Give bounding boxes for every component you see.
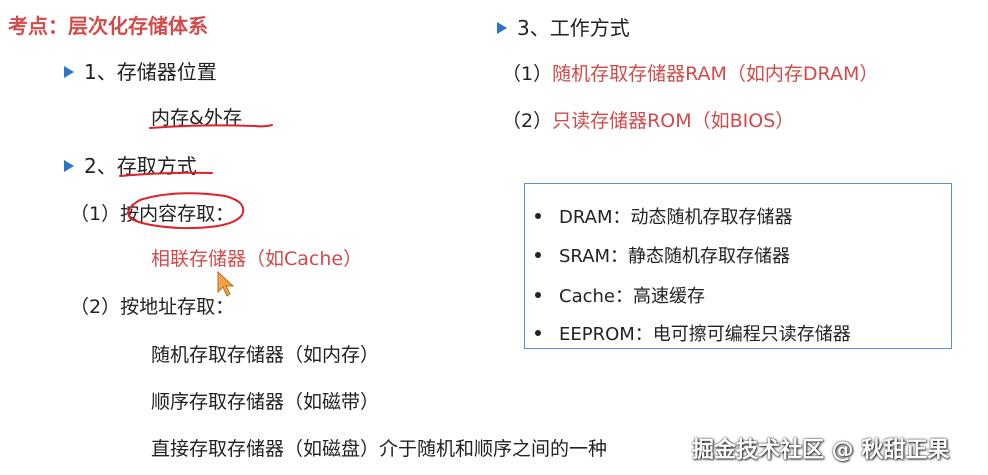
glossary-item: Cache：高速缓存	[535, 282, 705, 308]
working-mode-item-1-text: 随机存取存储器RAM（如内存DRAM）	[552, 63, 879, 85]
section-access-method: 2、存取方式	[64, 150, 197, 179]
access-by-address: （2）按地址存取：	[70, 296, 235, 318]
working-mode-item-2: （2）只读存储器ROM（如BIOS）	[502, 106, 794, 133]
working-mode-item-1: （1）随机存取存储器RAM（如内存DRAM）	[502, 59, 878, 86]
bullet-dot-icon	[535, 252, 541, 258]
working-mode-item-1-num: （1）	[502, 63, 553, 85]
sequential-access-memory-item: 顺序存取存储器（如磁带）	[151, 391, 380, 413]
associative-memory: 相联存储器（如Cache）	[151, 248, 363, 270]
bullet-dot-icon	[535, 330, 541, 336]
arrow-bullet-icon	[64, 65, 74, 78]
working-mode-item-2-num: （2）	[502, 110, 553, 132]
random-access-memory-item: 随机存取存储器（如内存）	[151, 344, 380, 366]
working-mode-item-2-text: 只读存储器ROM（如BIOS）	[552, 110, 795, 132]
glossary-item: SRAM：静态随机存取存储器	[535, 242, 790, 268]
arrow-bullet-icon	[64, 159, 74, 172]
section-storage-location: 1、存储器位置	[64, 56, 217, 85]
section-access-method-label: 2、存取方式	[84, 154, 197, 178]
glossary-item: DRAM：动态随机存取存储器	[535, 203, 792, 229]
bullet-dot-icon	[535, 292, 541, 298]
arrow-bullet-icon	[497, 21, 507, 34]
storage-location-value: 内存&外存	[151, 107, 242, 129]
bullet-dot-icon	[535, 213, 541, 219]
glossary-item: EEPROM：电可擦可编程只读存储器	[535, 320, 851, 346]
direct-access-memory-item: 直接存取存储器（如磁盘）介于随机和顺序之间的一种	[151, 438, 608, 460]
section-storage-location-label: 1、存储器位置	[84, 60, 217, 84]
page-title: 考点：层次化存储体系	[8, 14, 208, 38]
glossary-box: DRAM：动态随机存取存储器 SRAM：静态随机存取存储器 Cache：高速缓存…	[524, 183, 952, 349]
section-working-mode: 3、工作方式	[497, 12, 630, 41]
access-by-content: （1）按内容存取：	[70, 203, 235, 225]
section-working-mode-label: 3、工作方式	[517, 16, 630, 40]
watermark: 掘金技术社区 @ 秋甜正果	[692, 438, 950, 463]
